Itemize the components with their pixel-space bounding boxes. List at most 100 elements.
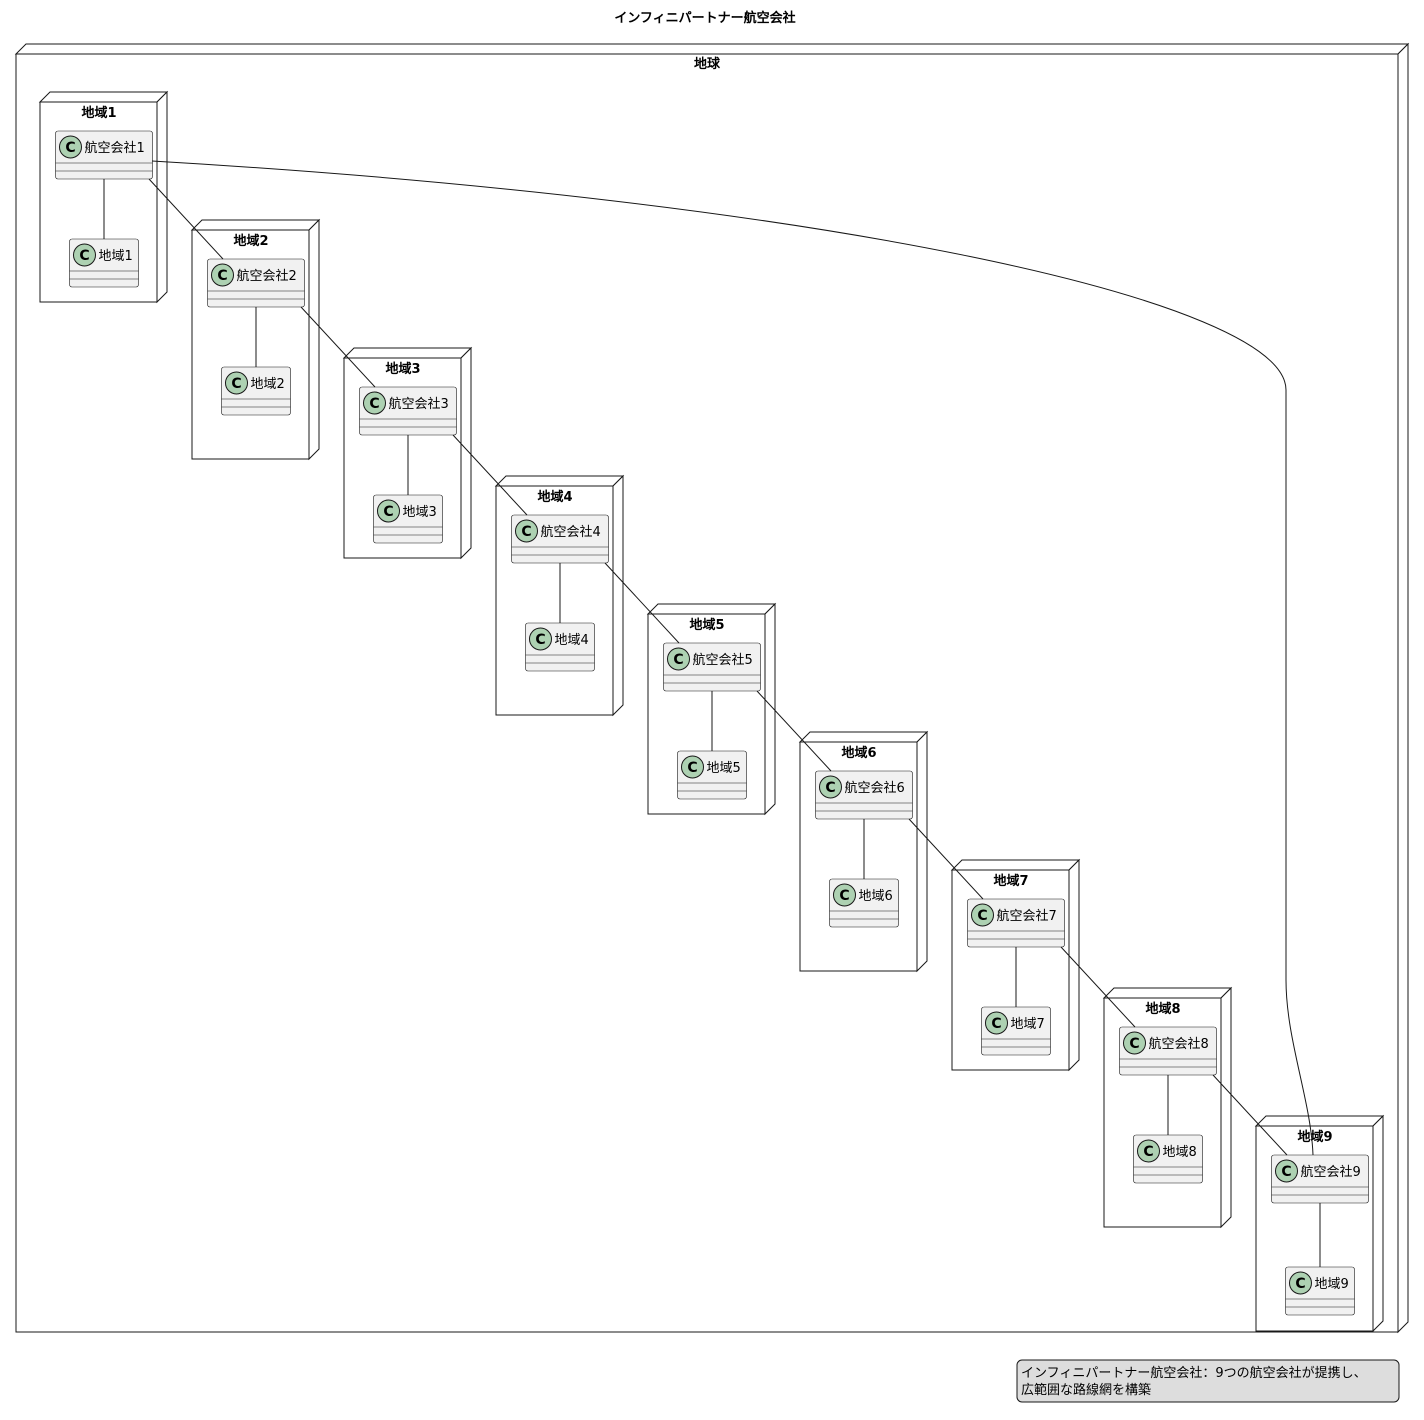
airline-class-5-label: 航空会社5 — [693, 652, 753, 668]
links-layer — [103, 160, 1321, 1267]
region-class-6[interactable]: C 地域6 — [829, 878, 899, 928]
class-c-icon-letter: C — [839, 888, 849, 904]
airline-partnership-link-8-9 — [1212, 1074, 1288, 1156]
class-c-icon-letter: C — [977, 908, 987, 924]
region-node-top-face — [1102, 987, 1233, 999]
class-c-icon — [515, 519, 538, 543]
airline-class-8[interactable]: C 航空会社8 — [1119, 1026, 1217, 1076]
class-c-icon-letter: C — [65, 140, 75, 156]
region-node-side-face — [612, 474, 624, 717]
earth-frame-side-face — [1397, 42, 1409, 1334]
region-class-4-label: 地域4 — [555, 633, 589, 648]
region-class-8-label: 地域8 — [1163, 1145, 1197, 1160]
class-c-icon — [1289, 1271, 1312, 1295]
class-c-icon — [211, 263, 234, 287]
region-node-label: 地域3 — [385, 361, 420, 377]
class-c-icon — [73, 243, 96, 267]
class-c-icon — [1123, 1031, 1146, 1055]
class-c-icon — [377, 499, 400, 523]
airline-class-2-label: 航空会社2 — [237, 268, 297, 284]
region-class-8[interactable]: C 地域8 — [1133, 1134, 1203, 1184]
legend-note: インフィニパートナー航空会社：9つの航空会社が提携し、 広範囲な路線網を構築 — [1016, 1359, 1400, 1403]
class-c-icon-letter: C — [1281, 1164, 1291, 1180]
diagram-title: インフィニパートナー航空会社 — [614, 10, 795, 26]
region-node-label: 地域6 — [841, 745, 876, 761]
airline-partnership-link-7-8 — [1060, 946, 1136, 1028]
airline-class-5[interactable]: C 航空会社5 — [663, 642, 761, 692]
class-c-icon-letter: C — [825, 780, 835, 796]
class-c-icon-letter: C — [521, 524, 531, 540]
airline-partnership-link-4-5 — [604, 562, 680, 644]
region-node-top-face — [798, 731, 929, 743]
class-c-icon-letter: C — [1129, 1036, 1139, 1052]
class-c-icon — [225, 371, 248, 395]
airline-partnership-link-1-9 — [151, 160, 1314, 1156]
class-c-icon — [363, 391, 386, 415]
region-class-7-label: 地域7 — [1011, 1017, 1045, 1032]
region-node-top-face — [190, 219, 321, 231]
region-class-3-label: 地域3 — [403, 505, 437, 520]
region-node-label: 地域7 — [993, 873, 1028, 889]
class-c-icon-letter: C — [535, 632, 545, 648]
class-c-icon-letter: C — [383, 504, 393, 520]
region-class-9-label: 地域9 — [1315, 1277, 1349, 1292]
region-node-side-face — [308, 218, 320, 461]
class-c-icon-letter: C — [673, 652, 683, 668]
airline-class-6-label: 航空会社6 — [845, 780, 905, 796]
class-c-icon-letter: C — [1143, 1144, 1153, 1160]
class-c-icon — [1137, 1139, 1160, 1163]
region-node-top-face — [646, 603, 777, 615]
region-node-label: 地域4 — [537, 489, 572, 505]
region-node-top-face — [342, 347, 473, 359]
class-c-icon-letter: C — [369, 396, 379, 412]
class-c-icon — [971, 903, 994, 927]
airline-class-6[interactable]: C 航空会社6 — [815, 770, 913, 820]
region-class-4[interactable]: C 地域4 — [525, 622, 595, 672]
region-class-3[interactable]: C 地域3 — [373, 494, 443, 544]
airline-class-9[interactable]: C 航空会社9 — [1271, 1154, 1369, 1204]
region-node-label: 地域5 — [689, 617, 724, 633]
region-class-6-label: 地域6 — [859, 889, 893, 904]
airline-partnership-link-5-6 — [756, 690, 832, 772]
class-c-icon — [59, 135, 82, 159]
class-c-icon — [667, 647, 690, 671]
earth-frame-label: 地球 — [694, 56, 721, 72]
class-c-icon — [819, 775, 842, 799]
class-c-icon — [681, 755, 704, 779]
region-node-label: 地域9 — [1297, 1129, 1332, 1145]
region-node-label: 地域8 — [1145, 1001, 1180, 1017]
class-c-icon-letter: C — [79, 248, 89, 264]
region-node-label: 地域2 — [233, 233, 268, 249]
region-node-top-face — [1254, 1115, 1385, 1127]
region-node-top-face — [950, 859, 1081, 871]
airline-class-8-label: 航空会社8 — [1149, 1036, 1209, 1052]
region-class-1-label: 地域1 — [99, 249, 133, 264]
region-node-label: 地域1 — [81, 105, 116, 121]
region-class-7[interactable]: C 地域7 — [981, 1006, 1051, 1056]
region-class-1[interactable]: C 地域1 — [69, 238, 139, 288]
airline-class-2[interactable]: C 航空会社2 — [207, 258, 305, 308]
airline-partnership-link-6-7 — [908, 818, 984, 900]
class-c-icon-letter: C — [991, 1016, 1001, 1032]
region-node-side-face — [1372, 1114, 1384, 1333]
airline-class-9-label: 航空会社9 — [1301, 1164, 1361, 1180]
region-node-top-face — [494, 475, 625, 487]
airline-partnership-link-1-2 — [148, 178, 224, 260]
class-c-icon-letter: C — [217, 268, 227, 284]
